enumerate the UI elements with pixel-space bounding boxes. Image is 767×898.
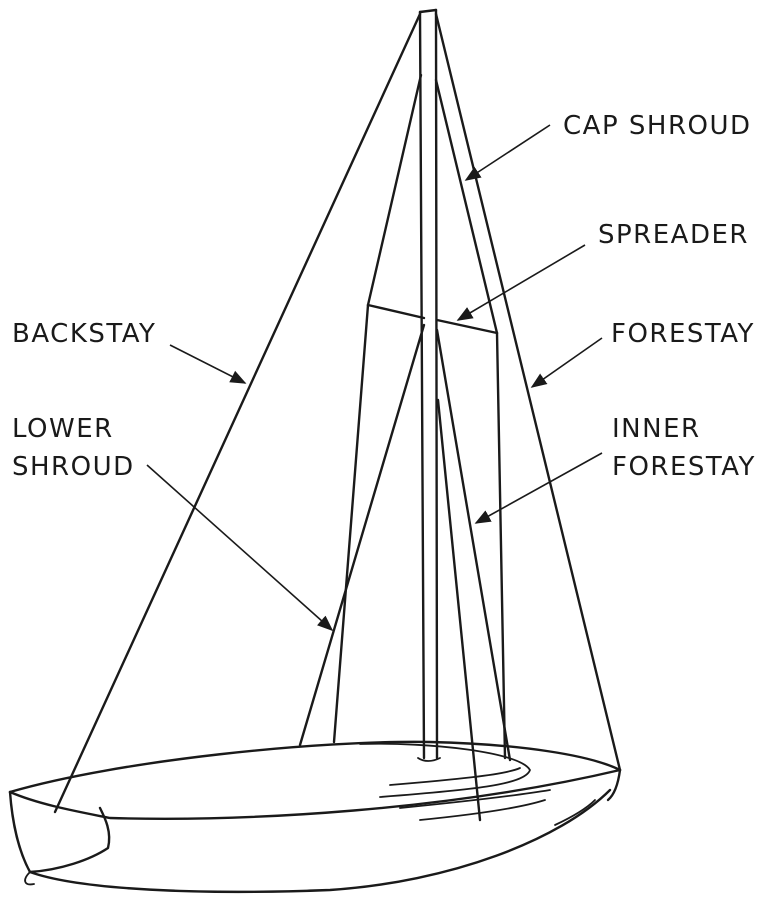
mast-right-edge <box>436 10 437 758</box>
forestay-label: FORESTAY <box>611 319 755 349</box>
labels: CAP SHROUD SPREADER BACKSTAY FORESTAY LO… <box>12 111 756 482</box>
backstay-wire <box>55 14 420 812</box>
cap-shroud-right-upper <box>436 80 497 333</box>
spreader-label: SPREADER <box>598 220 749 250</box>
hull-bow-mark <box>555 800 595 825</box>
cabin-line-2 <box>390 768 520 785</box>
hull <box>10 742 620 892</box>
cap-shroud-label: CAP SHROUD <box>563 111 752 141</box>
cap-shroud-left-lower <box>334 305 368 742</box>
forestay-leader <box>532 338 602 387</box>
mast <box>418 10 440 761</box>
inner-forestay-leader <box>476 453 602 523</box>
leaders <box>147 125 602 630</box>
backstay-leader <box>170 345 245 383</box>
cabin-line-4 <box>420 800 545 820</box>
inner-forestay-label-line2: FORESTAY <box>612 452 756 482</box>
backstay-label: BACKSTAY <box>12 319 156 349</box>
spreader-right <box>437 320 497 333</box>
cap-shroud-leader <box>466 125 550 180</box>
spreader-leader <box>458 245 585 320</box>
lower-shroud-label-line2: SHROUD <box>12 452 135 482</box>
mast-left-edge <box>420 12 424 758</box>
inner-forestay-label-line1: INNER <box>612 414 701 444</box>
mast-top <box>420 10 436 12</box>
lower-shroud-label-line1: LOWER <box>12 414 114 444</box>
spreader-left <box>368 305 424 318</box>
hull-bow <box>608 770 620 800</box>
